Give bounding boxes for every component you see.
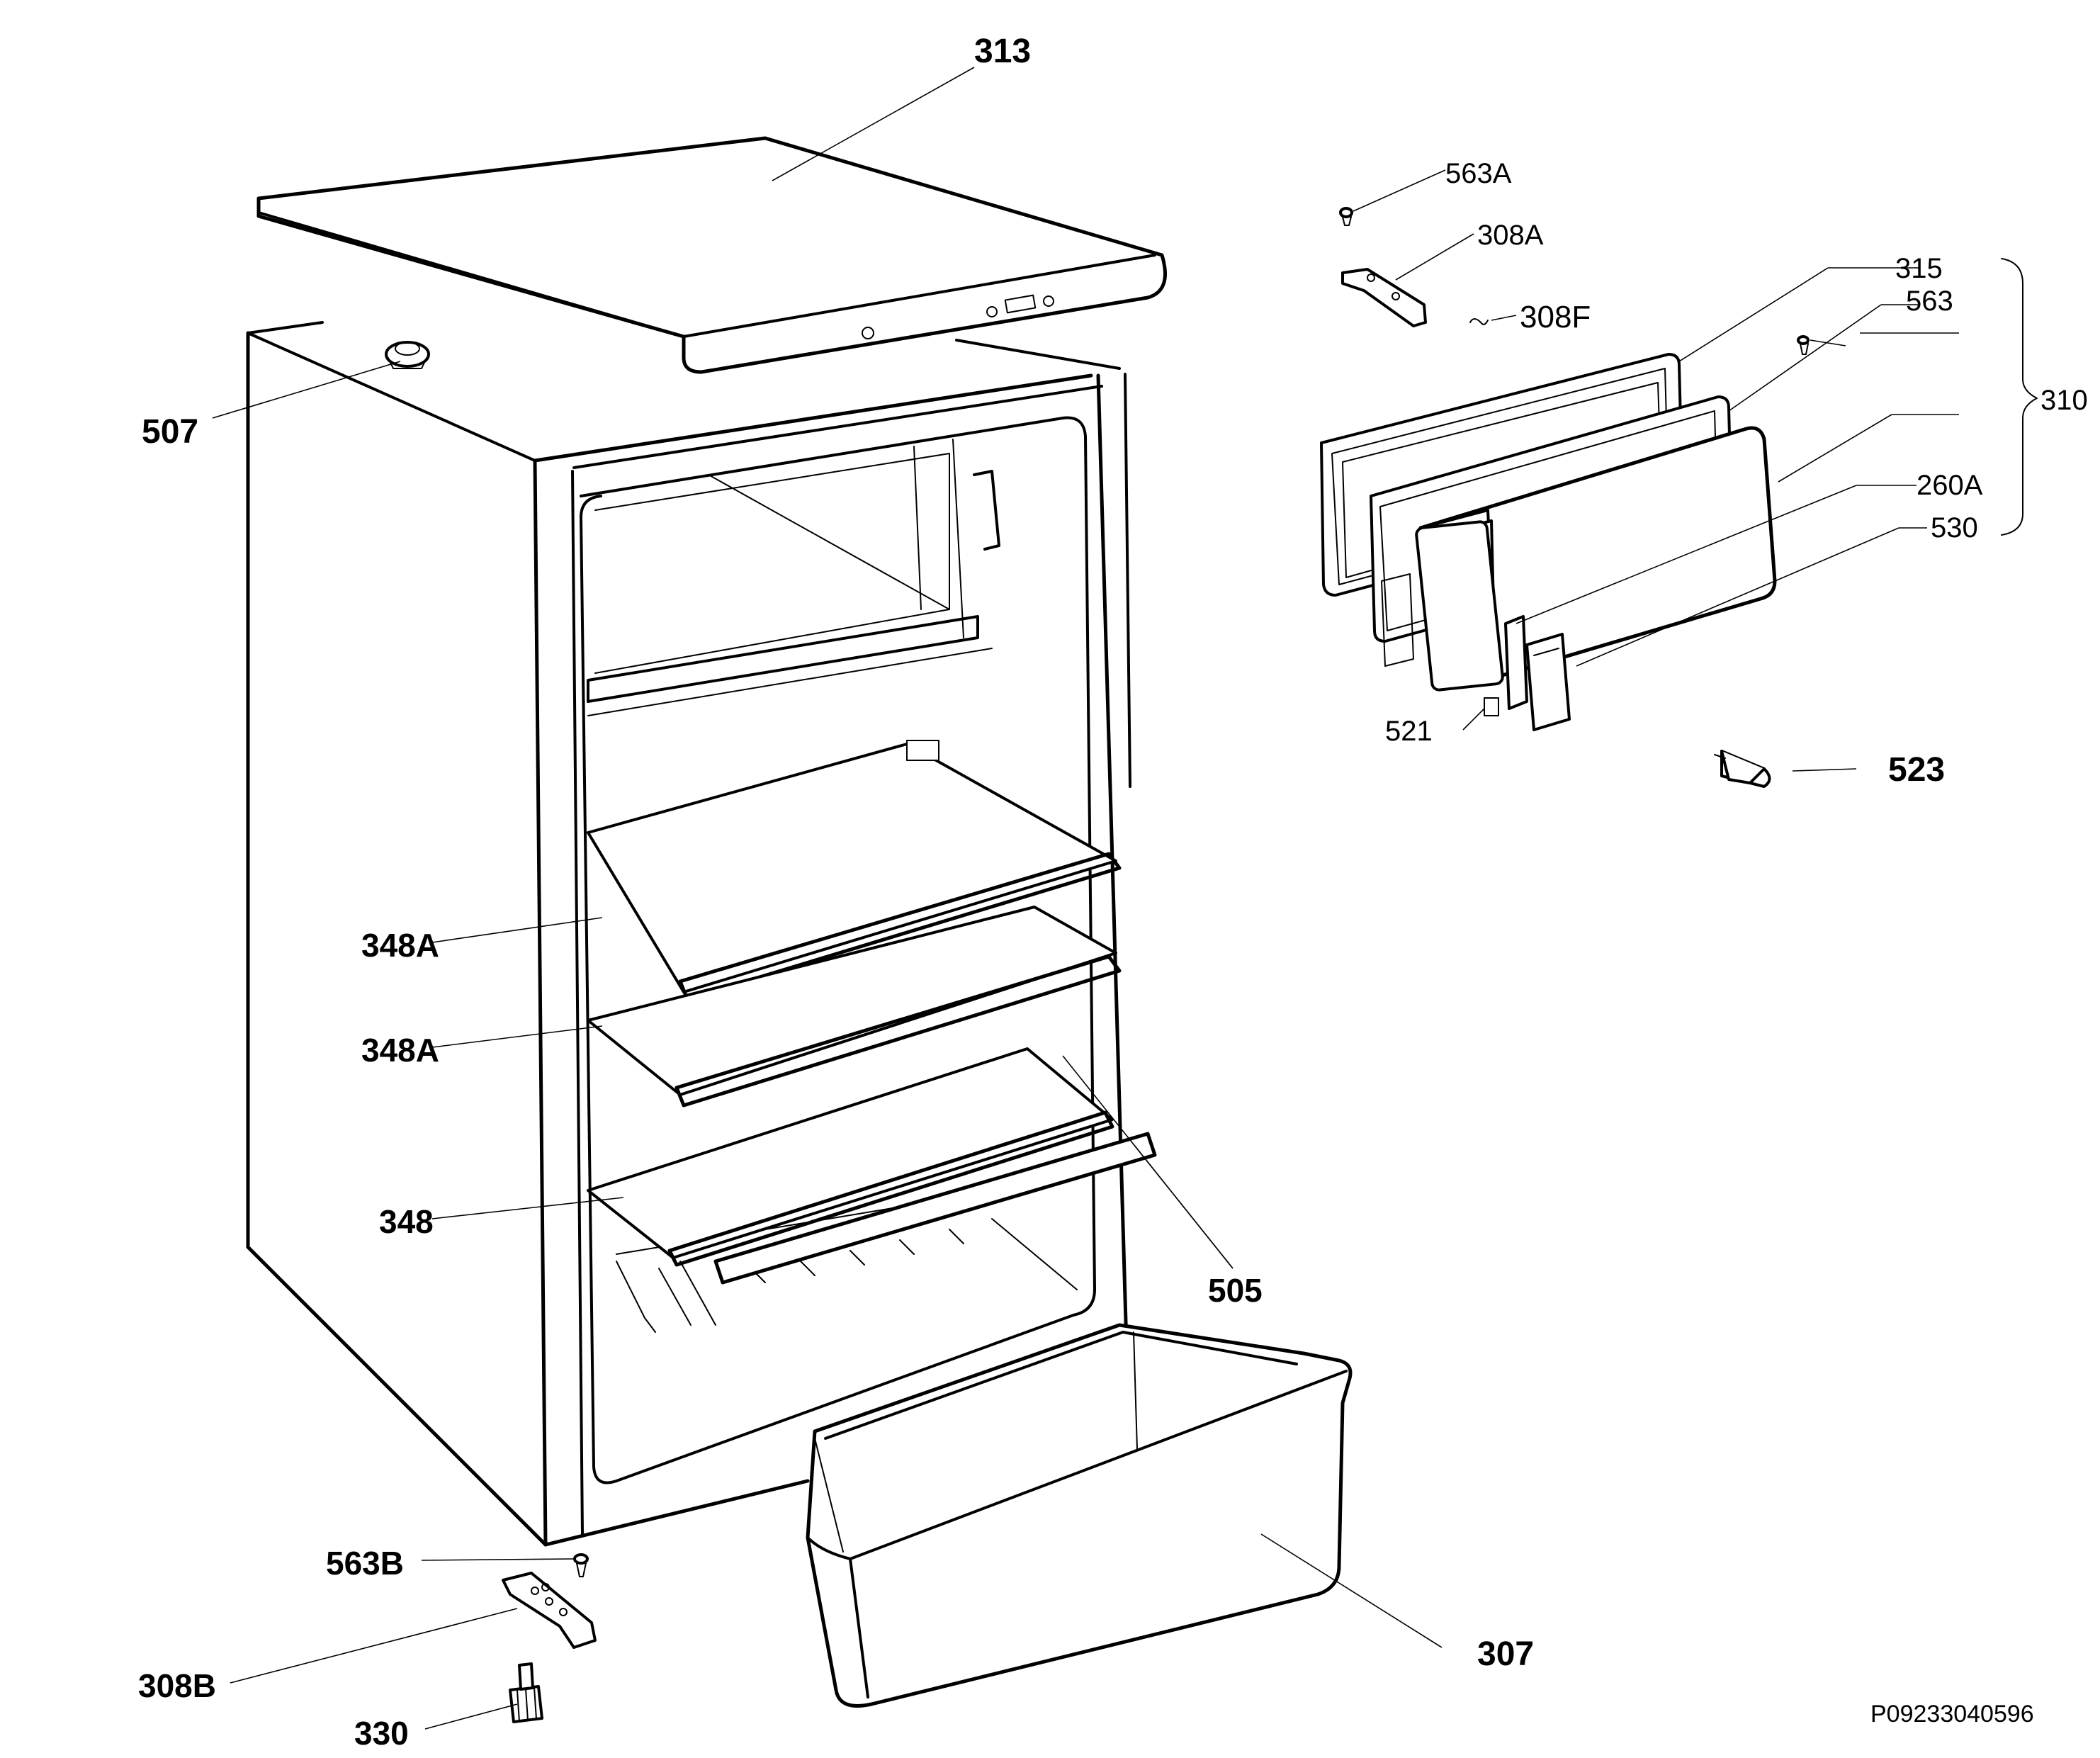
screw-563-icon — [1797, 335, 1810, 355]
door-bin-307 — [806, 1323, 1353, 1708]
screw-563b-icon — [573, 1553, 589, 1577]
drawing-code: P09233040596 — [1870, 1701, 2034, 1728]
door-panel-front — [1415, 426, 1777, 692]
label-563a: 563A — [1445, 158, 1512, 189]
label-308b: 308B — [138, 1667, 216, 1704]
leader-lines — [212, 67, 1959, 1730]
bottom-ribs — [616, 1176, 1085, 1333]
label-308a: 308A — [1477, 220, 1544, 251]
label-505: 505 — [1208, 1272, 1263, 1309]
hinge-pin-523 — [1714, 750, 1771, 788]
hinge-bracket-308a-icon — [1341, 268, 1427, 327]
label-348: 348 — [379, 1203, 434, 1240]
label-507: 507 — [142, 413, 198, 451]
adjustable-foot-330-icon — [509, 1662, 543, 1723]
plug-507-icon — [385, 341, 430, 369]
screw-563a-icon — [1339, 207, 1353, 226]
label-348a-lower: 348A — [361, 1032, 439, 1069]
label-308f: 308F — [1520, 300, 1591, 334]
top-cover — [256, 136, 1167, 374]
shelf-348a-lower — [587, 906, 1122, 1108]
label-523: 523 — [1888, 751, 1945, 789]
label-307: 307 — [1477, 1635, 1534, 1673]
shelf-348a-upper — [587, 740, 1122, 1001]
label-330: 330 — [354, 1715, 409, 1752]
group-bracket-310 — [2001, 258, 2038, 536]
label-310: 310 — [2040, 385, 2088, 416]
spring-308f-icon — [1469, 318, 1489, 325]
label-563b: 563B — [326, 1545, 404, 1582]
part-labels: 313 507 563A 308A 308F 315 563 310 260A … — [138, 33, 2088, 1752]
hinge-bracket-308b-icon — [502, 1572, 597, 1649]
freezer-compartment — [587, 439, 1000, 716]
label-260a: 260A — [1916, 470, 1983, 501]
shelf-348 — [587, 1047, 1114, 1267]
label-315: 315 — [1895, 253, 1943, 284]
label-348a-upper: 348A — [361, 927, 439, 964]
fridge-cabinet — [246, 321, 1131, 1547]
label-521: 521 — [1385, 716, 1433, 747]
label-313: 313 — [974, 33, 1031, 70]
label-530: 530 — [1931, 512, 1978, 543]
label-563: 563 — [1906, 286, 1953, 317]
hinge-521-530 — [1484, 615, 1571, 731]
rail-505 — [713, 1132, 1157, 1285]
